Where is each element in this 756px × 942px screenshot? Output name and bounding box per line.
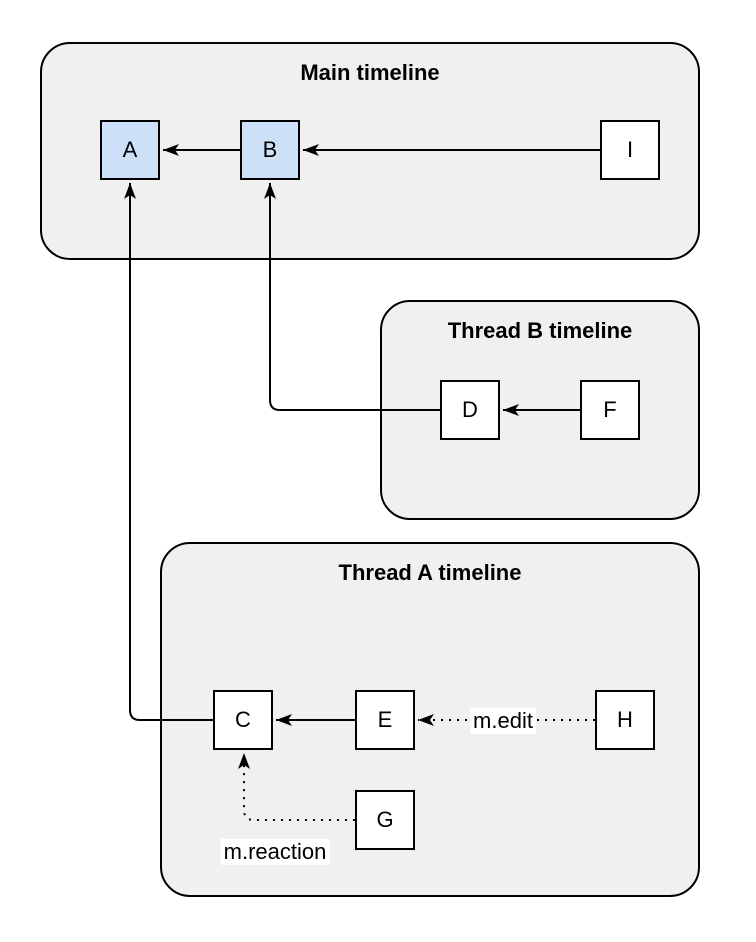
node-event-g: G — [355, 790, 415, 850]
node-event-c: C — [213, 690, 273, 750]
group-title-thread-b-timeline: Thread B timeline — [447, 318, 633, 343]
node-label-h: H — [617, 707, 633, 732]
node-label-b: B — [262, 137, 278, 162]
node-event-f: F — [580, 380, 640, 440]
node-event-b: B — [240, 120, 300, 180]
node-label-g: G — [376, 807, 394, 832]
group-thread-b-timeline: Thread B timeline — [380, 300, 700, 520]
node-label-c: C — [235, 707, 251, 732]
node-event-i: I — [600, 120, 660, 180]
node-event-e: E — [355, 690, 415, 750]
group-title-main-timeline: Main timeline — [300, 60, 440, 85]
node-label-d: D — [462, 397, 478, 422]
node-event-a: A — [100, 120, 160, 180]
node-event-d: D — [440, 380, 500, 440]
node-label-f: F — [603, 397, 617, 422]
group-title-thread-a-timeline: Thread A timeline — [338, 560, 522, 585]
edge-label-m-edit: m.edit — [470, 707, 536, 735]
node-label-a: A — [122, 137, 138, 162]
node-label-e: E — [377, 707, 393, 732]
edge-label-m-reaction: m.reaction — [220, 838, 330, 866]
node-label-i: I — [626, 137, 634, 162]
node-event-h: H — [595, 690, 655, 750]
